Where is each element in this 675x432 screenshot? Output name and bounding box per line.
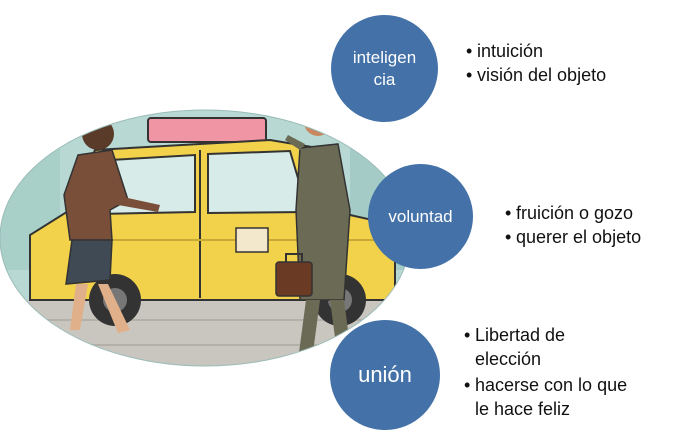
node-union: unión — [330, 320, 440, 430]
bullets-voluntad: fruición o gozo querer el objeto — [505, 201, 641, 249]
bullets-inteligencia: intuición visión del objeto — [466, 39, 606, 87]
bullet-item: querer el objeto — [505, 225, 641, 249]
bullet-item: intuición — [466, 39, 606, 63]
bullet-item: Libertad de elección — [464, 323, 635, 371]
node-union-label: unión — [358, 362, 412, 387]
bullet-item: hacerse con lo que le hace feliz — [464, 373, 635, 421]
node-voluntad-label: voluntad — [388, 206, 453, 226]
bullets-union: Libertad de elección hacerse con lo que … — [464, 323, 635, 423]
node-inteligencia: inteligencia — [331, 15, 438, 122]
bullet-item: fruición o gozo — [505, 201, 641, 225]
node-inteligencia-label: inteligencia — [352, 47, 417, 89]
node-voluntad: voluntad — [368, 164, 473, 269]
bullet-item: visión del objeto — [466, 63, 606, 87]
